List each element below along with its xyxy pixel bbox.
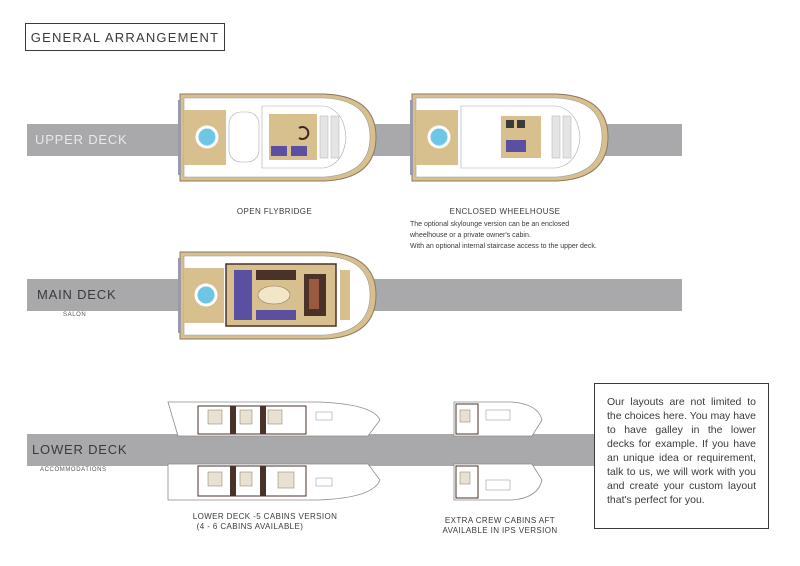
crew-cabins-caption-line-1: EXTRA CREW CABINS AFT: [444, 516, 556, 525]
lower-deck-band: [27, 434, 594, 466]
enclosed-wheelhouse-plan: [410, 93, 609, 182]
wheelhouse-note-line-1: The optional skylounge version can be an…: [410, 221, 570, 228]
lower-5-cabins-caption-line-1: LOWER DECK -5 CABINS VERSION: [192, 512, 338, 521]
main-deck-salon-plan: [178, 251, 377, 340]
wheelhouse-note-line-3: With an optional internal staircase acce…: [410, 243, 597, 250]
crew-cabins-caption-line-2: AVAILABLE IN IPS VERSION: [442, 526, 558, 535]
upper-deck-label: UPPER DECK: [35, 132, 128, 147]
lower-deck-5-cabins-plan: [167, 401, 381, 501]
lower-deck-sublabel: ACCOMMODATIONS: [40, 467, 107, 473]
page-title: GENERAL ARRANGEMENT: [25, 23, 225, 51]
enclosed-wheelhouse-caption: ENCLOSED WHEELHOUSE: [449, 207, 561, 216]
custom-layout-info-box: Our layouts are not limited to the choic…: [594, 383, 769, 529]
lower-5-cabins-caption-line-2: (4 - 6 CABINS AVAILABLE): [196, 522, 304, 531]
wheelhouse-note-line-2: wheelhouse or a private owner's cabin.: [410, 232, 531, 239]
crew-cabins-aft-plan: [453, 401, 543, 501]
open-flybridge-plan: [178, 93, 377, 182]
open-flybridge-caption: OPEN FLYBRIDGE: [236, 207, 313, 216]
lower-deck-label: LOWER DECK: [32, 442, 128, 457]
main-deck-label: MAIN DECK: [37, 287, 117, 302]
main-deck-sublabel: SALON: [63, 312, 87, 318]
